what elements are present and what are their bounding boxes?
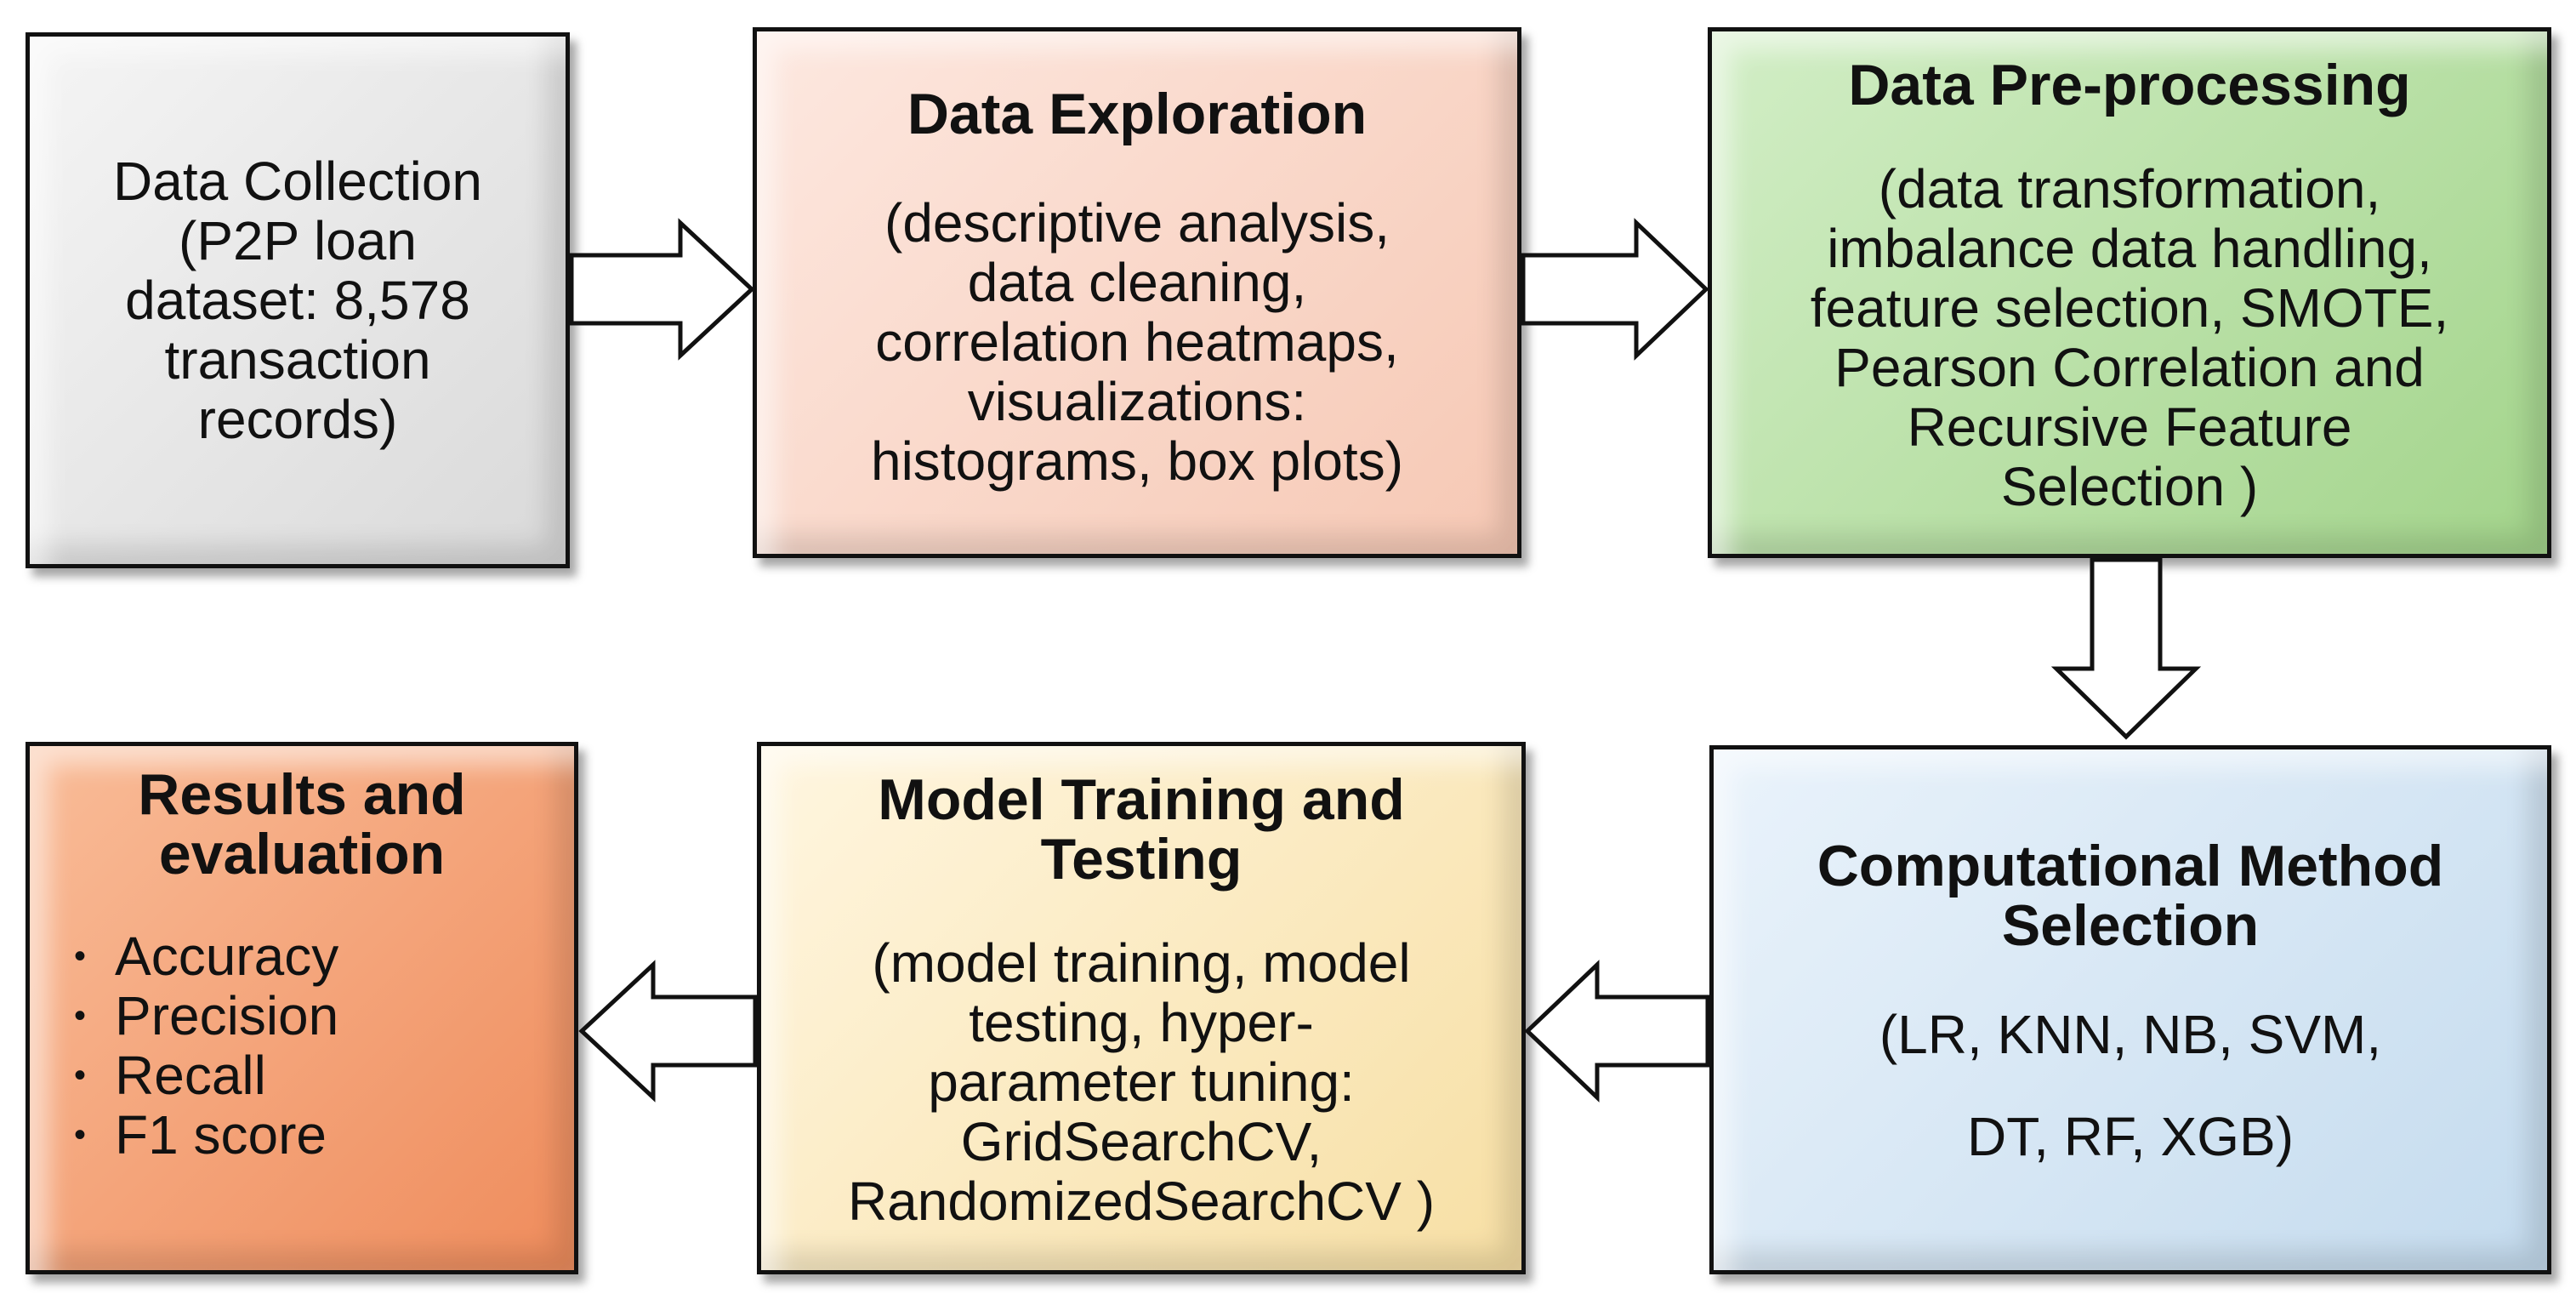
bullet-icon: • [74,1116,87,1154]
metric-item: • Recall [30,1046,338,1105]
training-line-1: (model training, model [872,932,1411,994]
preprocessing-line-4: Pearson Correlation and [1834,337,2425,398]
method-title-line-2: Selection [2001,893,2260,958]
metric-item: • Precision [30,986,338,1046]
method-title-line-1: Computational Method [1817,834,2444,898]
method-selection-box: Computational Method Selection (LR, KNN,… [1709,745,2551,1274]
training-line-4: GridSearchCV, [960,1111,1322,1172]
collection-line-4: transaction [164,329,431,390]
metrics-list: • Accuracy • Precision • Recall • F1 score [30,926,338,1165]
data-collection-text: Data Collection (P2P loan dataset: 8,578… [113,151,482,449]
preprocessing-title: Data Pre-processing [1848,53,2411,117]
preprocessing-line-6: Selection ) [2000,456,2259,517]
arrow-down [2050,557,2202,740]
preprocessing-line-5: Recursive Feature [1907,396,2352,458]
arrow-left-2 [578,960,758,1103]
collection-line-1: Data Collection [113,151,482,212]
bullet-icon: • [74,997,87,1034]
collection-line-3: dataset: 8,578 [125,270,470,331]
preprocessing-line-1: (data transformation, [1878,158,2381,219]
training-line-5: RandomizedSearchCV ) [847,1171,1436,1232]
arrow-left-1 [1524,960,1710,1103]
results-title-line-2: evaluation [158,822,446,886]
metric-label: Precision [115,985,339,1046]
exploration-line-5: histograms, box plots) [870,430,1404,492]
collection-line-2: (P2P loan [179,210,417,271]
metric-item: • Accuracy [30,926,338,986]
exploration-line-2: data cleaning, [967,252,1307,313]
arrow-right-2 [1521,218,1709,361]
preprocessing-line-3: feature selection, SMOTE, [1810,277,2449,339]
method-line-2: DT, RF, XGB) [1966,1106,2294,1167]
metric-label: F1 score [115,1104,327,1165]
data-exploration-box: Data Exploration (descriptive analysis, … [753,27,1521,558]
bullet-icon: • [74,1057,87,1094]
collection-line-5: records) [197,389,398,450]
data-preprocessing-box: Data Pre-processing (data transformation… [1708,27,2551,558]
data-collection-box: Data Collection (P2P loan dataset: 8,578… [26,32,570,568]
arrow-right-1 [569,218,755,361]
exploration-line-4: visualizations: [967,371,1307,432]
exploration-title: Data Exploration [907,82,1368,146]
bullet-icon: • [74,937,87,975]
method-line-1: (LR, KNN, NB, SVM, [1879,1004,2382,1065]
results-title-line-1: Results and [138,762,466,827]
metric-label: Recall [115,1045,266,1106]
metric-label: Accuracy [115,926,339,987]
metric-item: • F1 score [30,1105,338,1165]
results-evaluation-box: Results and evaluation • Accuracy • Precis… [26,742,578,1274]
preprocessing-line-2: imbalance data handling, [1827,218,2432,279]
exploration-line-3: correlation heatmaps, [875,311,1399,373]
model-training-box: Model Training and Testing (model traini… [757,742,1526,1274]
training-title-line-1: Model Training and [878,767,1405,832]
training-title-line-2: Testing [1040,827,1243,892]
training-line-3: parameter tuning: [928,1051,1355,1113]
training-line-2: testing, hyper- [969,992,1314,1053]
exploration-line-1: (descriptive analysis, [884,192,1390,254]
